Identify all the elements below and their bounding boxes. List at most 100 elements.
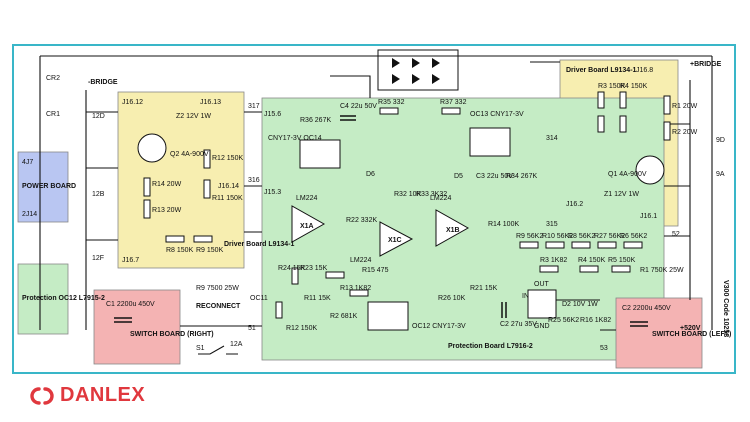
d5-label: D5 (454, 173, 463, 180)
r37-label: R37 332 (440, 99, 467, 106)
lm224-a-label: LM224 (296, 195, 318, 202)
r4-label: R4 150K (620, 83, 648, 90)
c4-label: C4 22u 50V (340, 103, 377, 110)
switch-left-title: SWITCH BOARD (LEFT) (652, 331, 731, 338)
node-9d-label: 9D (716, 137, 725, 144)
d6-label: D6 (366, 171, 375, 178)
x1a-label: X1A (300, 223, 314, 230)
c2b-label: C2 27u 35V (500, 321, 537, 328)
node-51-label: 51 (248, 325, 256, 332)
node-12b-label: 12B (92, 191, 105, 198)
x1a-opamp-symbol (291, 205, 326, 243)
r12b-label: R12 150K (286, 325, 317, 332)
x1c-opamp-symbol (379, 221, 414, 257)
gnd-label: GND (534, 323, 550, 330)
z2-label: Z2 12V 1W (176, 113, 211, 120)
r13-label: R13 20W (152, 207, 182, 214)
r16-label: R16 1K82 (580, 317, 611, 324)
wire-b (244, 111, 262, 233)
node-317-label: 317 (248, 103, 260, 110)
x1b-opamp-symbol (435, 209, 470, 247)
oc12-label: OC12 CNY17-3V (412, 323, 466, 330)
driver-left-title: Driver Board L9134-1 (224, 241, 295, 248)
r32-label: R32 10K (394, 191, 422, 198)
x1b-label: X1B (446, 227, 460, 234)
switch-right-title: SWITCH BOARD (RIGHT) (130, 331, 214, 338)
diode-bridge (377, 49, 459, 91)
r11b-label: R11 15K (304, 295, 331, 302)
v520-label: +520V (680, 325, 701, 332)
r4b-label: R4 150K (578, 257, 606, 264)
q1-transistor-symbol (635, 155, 665, 185)
code-label: V300 Code 10258 (722, 280, 729, 337)
protection-title: Protection Board L7916-2 (448, 343, 533, 350)
r1b-label: R1 750K 25W (640, 267, 684, 274)
node-314-label: 314 (546, 135, 558, 142)
node-12a-label: 12A (230, 341, 243, 348)
reconnect-label: RECONNECT (196, 303, 241, 310)
q1-label: Q1 4A-900V (608, 171, 647, 178)
oc11-label: OC11 (250, 295, 268, 302)
z1-label: Z1 12V 1W (604, 191, 639, 198)
r9-label: R9 150K (196, 247, 224, 254)
r11-label: R11 150K (212, 195, 243, 202)
r5b-label: R5 150K (608, 257, 636, 264)
node-316-label: 316 (248, 177, 260, 184)
oc14-label: CNY17-3V OC14 (268, 135, 322, 142)
j15-6-label: J15.6 (264, 111, 281, 118)
j4-7-label: 4J7 (22, 159, 33, 166)
node-52-label: 52 (672, 231, 680, 238)
r14-label: R14 20W (152, 181, 182, 188)
s1-switch-symbol (198, 345, 238, 355)
protection-oc12-block (17, 263, 69, 335)
j16-8-label: J16.8 (636, 67, 653, 74)
resistor-symbols (143, 91, 671, 319)
r15-label: R15 475 (362, 267, 389, 274)
q2-label: Q2 4A-900V (170, 151, 209, 158)
r2b-label: R2 681K (330, 313, 358, 320)
in-label: IN (522, 293, 529, 300)
j16-1-label: J16.1 (640, 213, 657, 220)
r9b-label: R9 56K2 (516, 233, 543, 240)
r25-label: R25 56K2 (548, 317, 579, 324)
out-label: OUT (534, 281, 550, 288)
j16-2-label: J16.2 (566, 201, 583, 208)
switch-board-right-block (93, 289, 181, 365)
power-board-block (17, 151, 69, 223)
wire-d (330, 61, 560, 98)
q2-transistor-symbol (137, 133, 167, 163)
x1c-label: X1C (388, 237, 402, 244)
j16-12-label: J16.12 (122, 99, 143, 106)
power-board-title: POWER BOARD (22, 183, 76, 190)
lm224-c-label: LM224 (350, 257, 372, 264)
regulator-symbol (527, 289, 557, 319)
r3b-label: R3 1K82 (540, 257, 567, 264)
c1-label: C1 2200u 450V (106, 301, 155, 308)
brand-logo: DANLEX (30, 384, 145, 407)
j16-7-label: J16.7 (122, 257, 139, 264)
wire-a (86, 111, 118, 241)
capacitor-symbols (114, 115, 648, 327)
protect-left-title: Protection OC12 L7915-2 (22, 295, 105, 302)
r27-label: R27 56K2 (594, 233, 625, 240)
r10b-label: R10 56K2 (542, 233, 573, 240)
oc14-optocoupler-symbol (299, 139, 341, 169)
r23-label: R23 15K (300, 265, 328, 272)
switch-board-left-block (615, 297, 703, 369)
r12-label: R12 150K (212, 155, 243, 162)
r2-label: R2 20W (672, 129, 698, 136)
r36-label: R36 267K (300, 117, 331, 124)
r1-label: R1 20W (672, 103, 698, 110)
r14b-label: R14 100K (488, 221, 519, 228)
danlex-logo-icon (30, 386, 54, 405)
s1-label: S1 (196, 345, 205, 352)
r26-label: R26 10K (438, 295, 466, 302)
oc12-optocoupler-symbol (367, 301, 409, 331)
bridge-left-label: -BRIDGE (88, 79, 118, 86)
r13b-label: R13 1K82 (340, 285, 371, 292)
r21-label: R21 15K (470, 285, 498, 292)
r8-label: R8 150K (166, 247, 194, 254)
j16-13-label: J16.13 (200, 99, 221, 106)
oc13-label: OC13 CNY17-3V (470, 111, 524, 118)
